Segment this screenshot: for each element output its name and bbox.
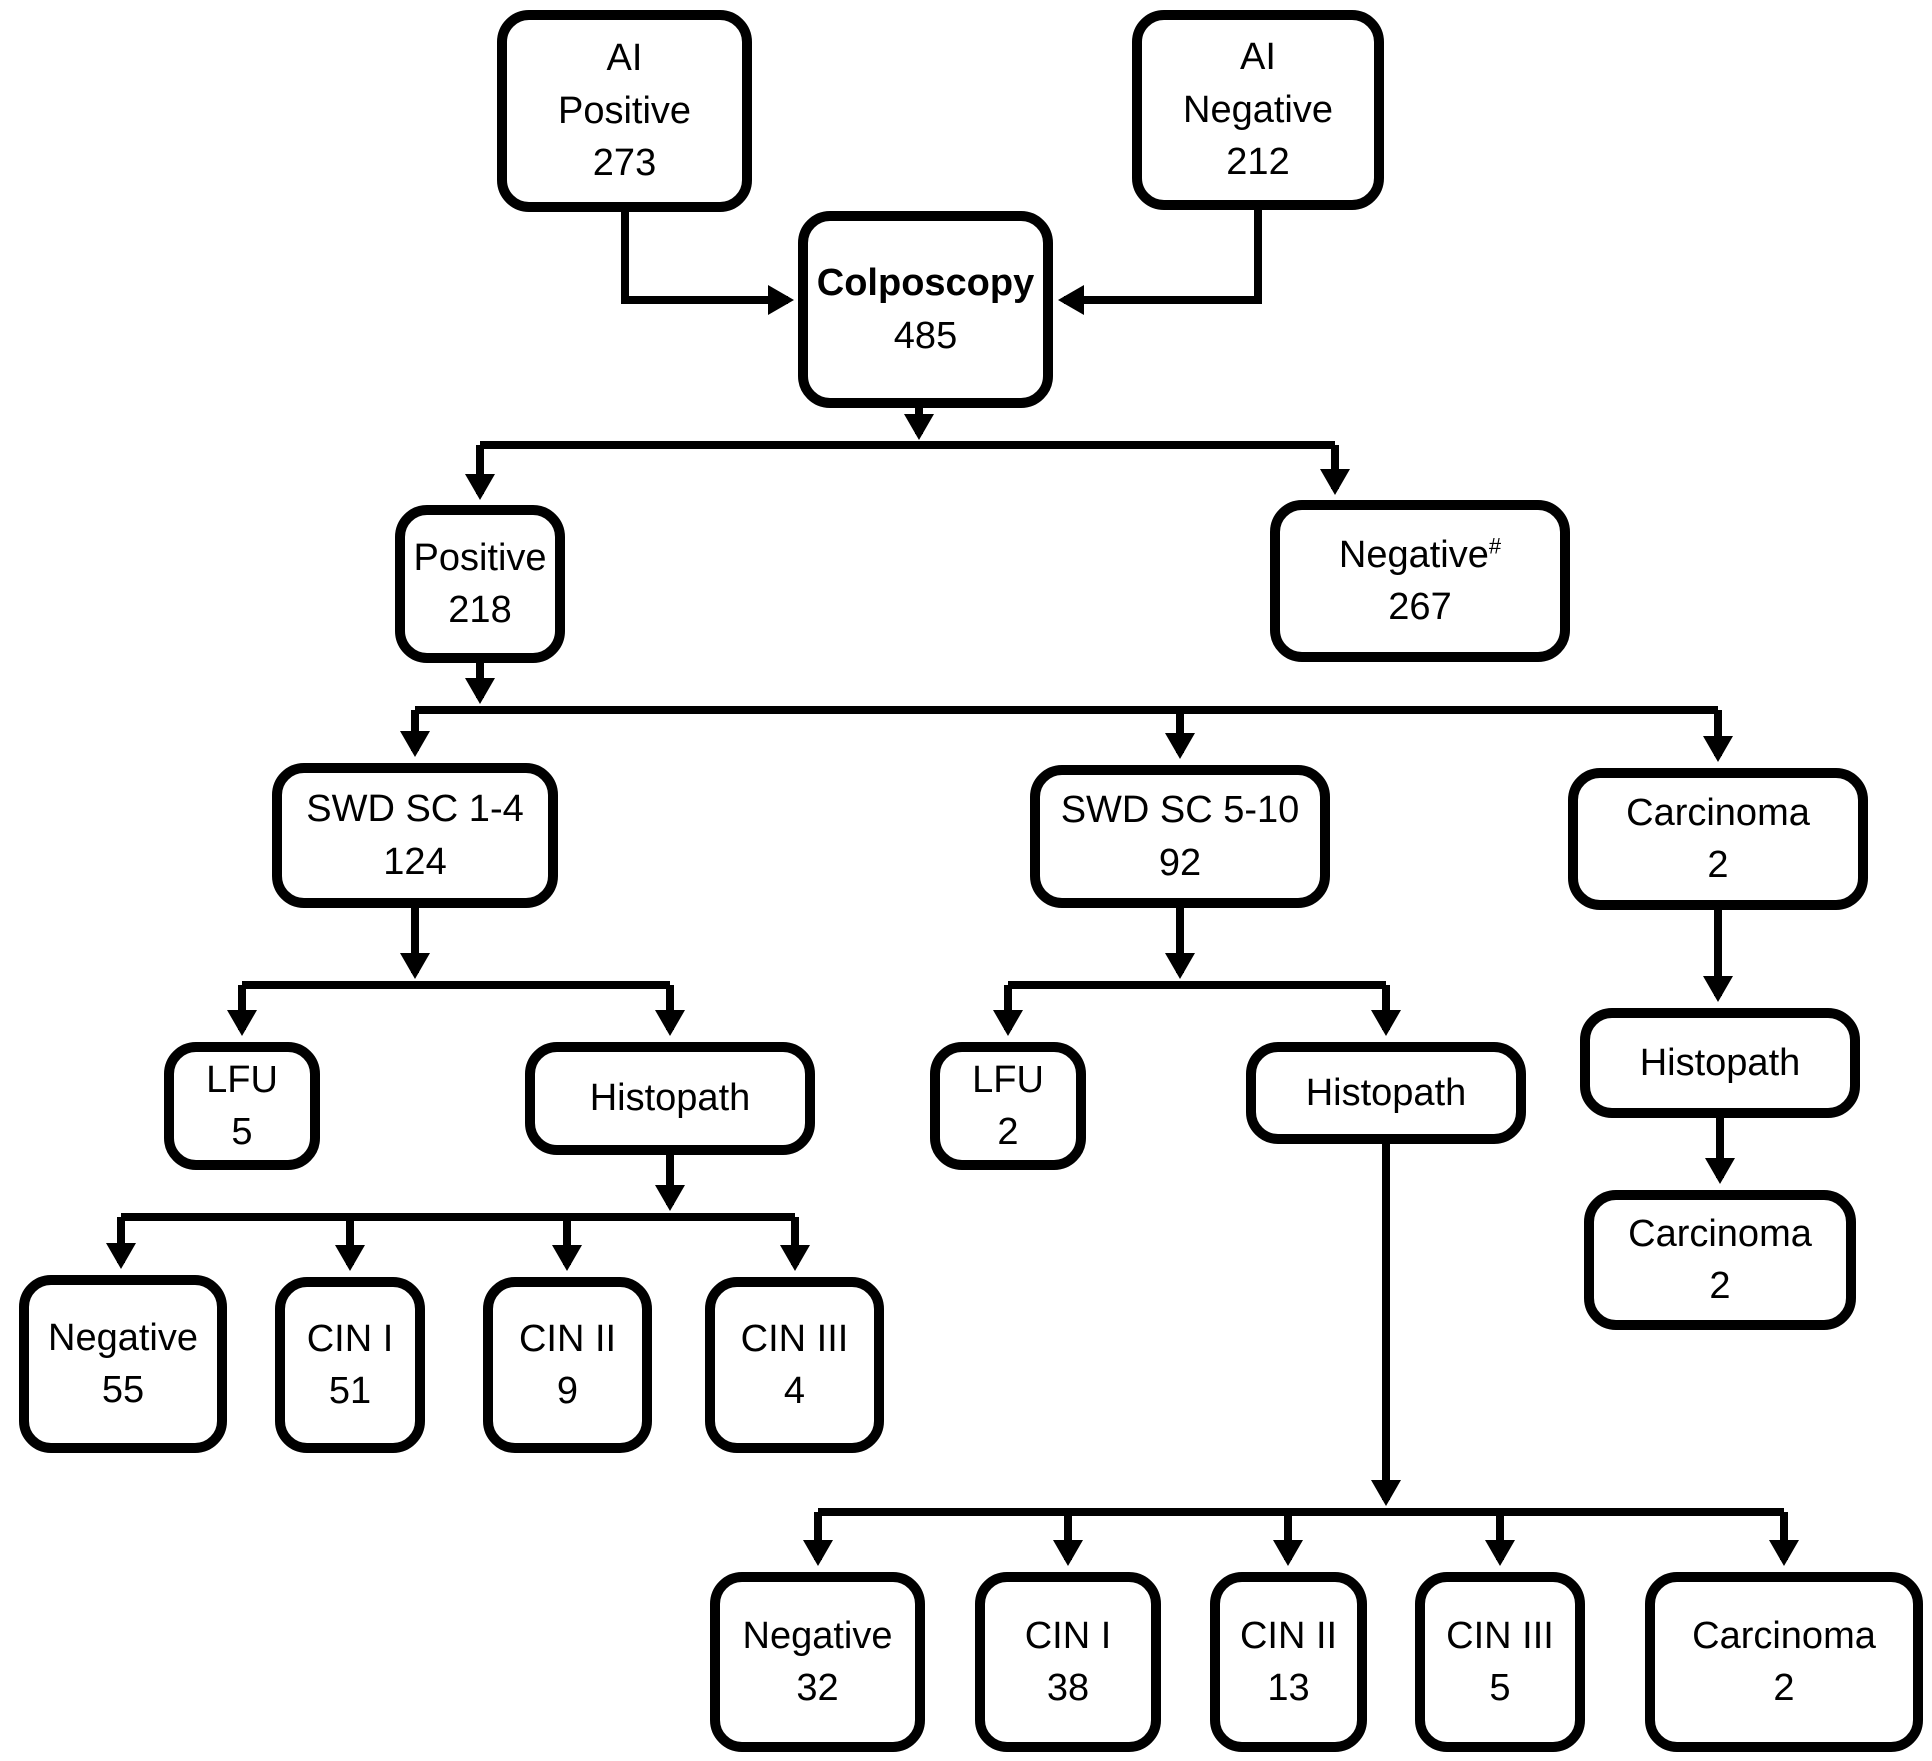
node-count: 13 [1267, 1667, 1310, 1709]
node-label: AI [606, 37, 643, 80]
node-label: Negative [1183, 88, 1333, 131]
edge-ainegative-colposcopy [1058, 210, 1262, 315]
node-label: CIN I [306, 1317, 394, 1360]
node-label: CIN I [1024, 1614, 1112, 1657]
node-label: Negative# [1338, 532, 1502, 576]
node-label: Negative [48, 1316, 198, 1359]
node-count: 273 [592, 142, 657, 185]
node-label: LFU [972, 1058, 1044, 1101]
node-count: 2 [1707, 844, 1729, 886]
node-count: 55 [101, 1369, 145, 1411]
node-carcinoma-confirmed: Carcinoma 2 [1584, 1190, 1856, 1330]
node-count: 51 [328, 1370, 372, 1412]
footnote-marker: # [1488, 532, 1502, 558]
node-histopath14-cin-iii: CIN III 4 [705, 1277, 884, 1453]
node-histopath-carcinoma: Histopath [1580, 1008, 1860, 1118]
connector-group [106, 210, 1799, 1566]
node-count: 4 [783, 1370, 806, 1412]
node-count: 124 [383, 840, 447, 883]
node-colposcopy: Colposcopy 485 [798, 211, 1053, 408]
node-label: CIN III [1446, 1614, 1554, 1657]
node-label: Histopath [1305, 1071, 1467, 1114]
node-label: SWD SC 1-4 [306, 788, 524, 831]
node-count: 5 [1489, 1667, 1511, 1709]
node-histopath510-cin-i: CIN I 38 [975, 1572, 1161, 1752]
node-count: 218 [448, 589, 512, 631]
node-label: AI [1240, 36, 1276, 79]
node-carcinoma-colposcopy: Carcinoma 2 [1568, 768, 1868, 910]
node-histopath14-cin-i: CIN I 51 [275, 1277, 425, 1453]
node-label: Histopath [589, 1077, 751, 1120]
node-label: CIN II [518, 1317, 617, 1360]
node-count: 38 [1046, 1667, 1090, 1709]
node-label: Colposcopy [816, 262, 1035, 305]
node-label: Carcinoma [1692, 1614, 1876, 1657]
node-count: 2 [1773, 1667, 1795, 1709]
node-count: 5 [231, 1111, 253, 1153]
node-label: Carcinoma [1628, 1212, 1812, 1255]
node-label: Negative [742, 1614, 893, 1657]
edge-aipositive-colposcopy [621, 212, 794, 315]
node-label: Histopath [1639, 1041, 1801, 1084]
node-count: 267 [1388, 586, 1452, 628]
node-histopath-swd14: Histopath [525, 1042, 815, 1155]
node-histopath14-cin-ii: CIN II 9 [483, 1277, 652, 1453]
node-histopath510-cin-ii: CIN II 13 [1210, 1572, 1367, 1752]
node-count: 32 [796, 1667, 839, 1709]
node-label: SWD SC 5-10 [1060, 789, 1300, 832]
node-count: 92 [1158, 841, 1202, 884]
node-histopath-swd510: Histopath [1246, 1042, 1526, 1144]
node-histopath510-cin-iii: CIN III 5 [1415, 1572, 1585, 1752]
node-label: Positive [413, 536, 547, 579]
node-label: CIN III [740, 1317, 849, 1360]
node-lfu-swd14: LFU 5 [164, 1042, 320, 1170]
node-count: 2 [1709, 1265, 1731, 1307]
node-count: 2 [997, 1111, 1019, 1153]
node-histopath14-negative: Negative 55 [19, 1275, 227, 1453]
node-colposcopy-negative: Negative# 267 [1270, 500, 1570, 662]
node-label: CIN II [1239, 1614, 1338, 1657]
node-histopath510-carcinoma: Carcinoma 2 [1645, 1572, 1923, 1752]
node-lfu-swd510: LFU 2 [930, 1042, 1086, 1170]
node-label: Carcinoma [1626, 791, 1810, 834]
node-swd-sc-1-4: SWD SC 1-4 124 [272, 763, 558, 908]
node-count: 9 [556, 1370, 579, 1412]
node-swd-sc-5-10: SWD SC 5-10 92 [1030, 765, 1330, 908]
node-ai-negative: AI Negative 212 [1132, 10, 1384, 210]
node-count: 485 [893, 314, 958, 357]
node-histopath510-negative: Negative 32 [710, 1572, 925, 1752]
node-count: 212 [1226, 141, 1290, 184]
node-colposcopy-positive: Positive 218 [395, 505, 565, 663]
node-label: LFU [206, 1058, 278, 1101]
node-label: Positive [557, 89, 692, 132]
node-ai-positive: AI Positive 273 [497, 10, 752, 212]
